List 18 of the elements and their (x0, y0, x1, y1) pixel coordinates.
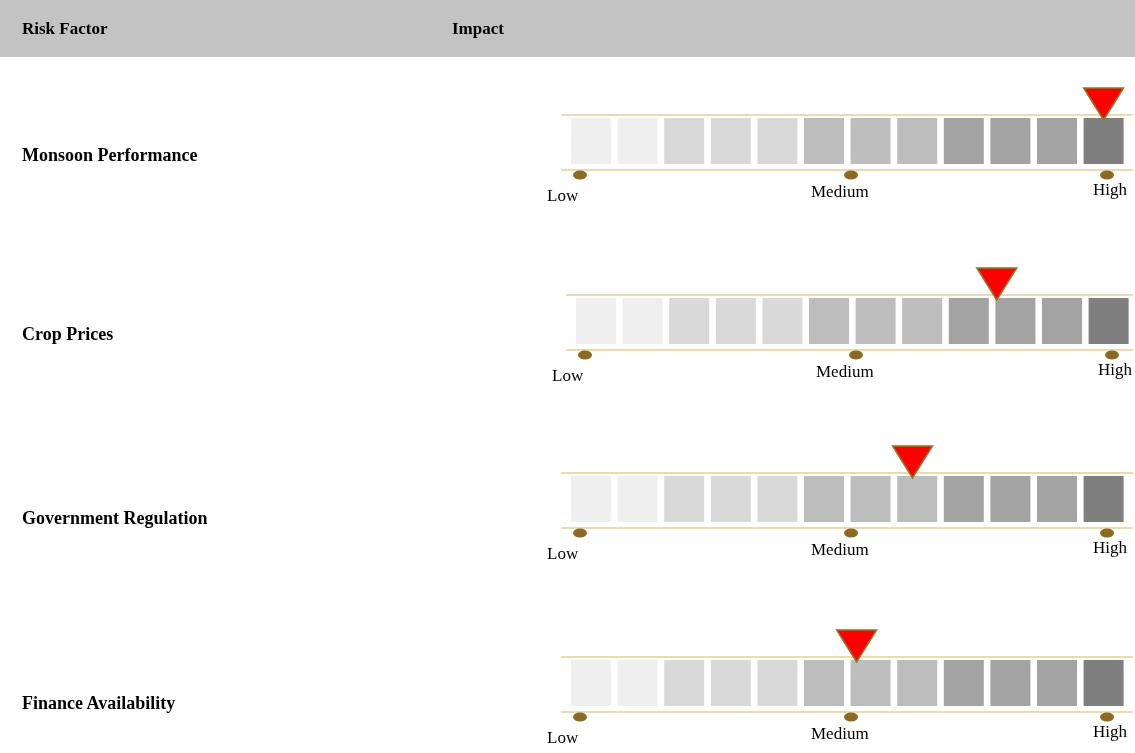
column-header: Risk Factor (22, 19, 108, 40)
scale-label: High (1093, 722, 1127, 743)
scale-label: Low (547, 728, 579, 749)
row-label: Government Regulation (22, 508, 208, 530)
row-label: Finance Availability (22, 693, 176, 715)
scale-label: High (1093, 180, 1127, 201)
scale-label: Low (547, 186, 579, 207)
row-label: Crop Prices (22, 324, 114, 346)
scale-label: Low (552, 366, 584, 387)
scale-label: Medium (811, 540, 869, 561)
scale-label: Medium (816, 362, 874, 383)
row-label: Monsoon Performance (22, 145, 198, 167)
scale-label: Medium (811, 724, 869, 745)
scale-label: High (1093, 538, 1127, 559)
scale-label: Medium (811, 182, 869, 203)
column-header: Impact (452, 19, 504, 40)
scale-label: Low (547, 544, 579, 565)
scale-label: High (1098, 360, 1132, 381)
